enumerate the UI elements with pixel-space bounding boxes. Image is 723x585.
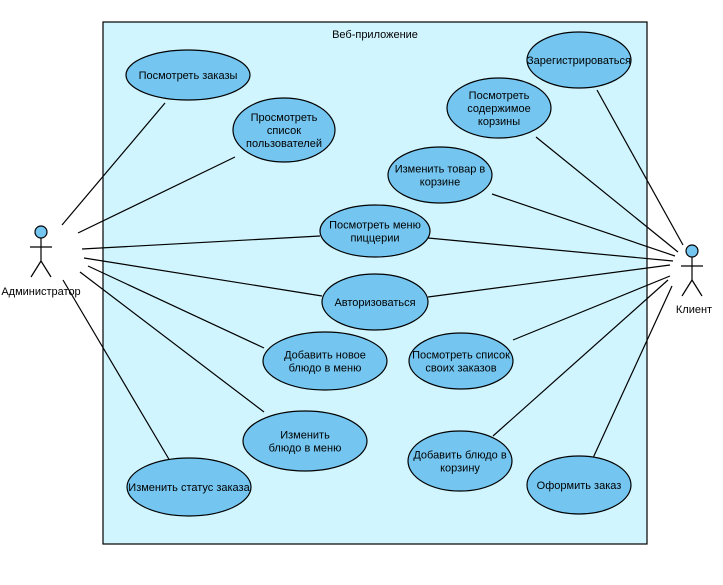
association-line: [427, 264, 671, 298]
association-line: [512, 275, 671, 341]
usecase-label: корзину: [440, 463, 480, 475]
association-line: [492, 279, 669, 437]
usecase-label: корзины: [478, 116, 520, 128]
usecase-change-status[interactable]: Изменить статус заказа: [126, 457, 252, 517]
stick-figure-icon: [30, 225, 52, 278]
usecase-ellipse: [126, 457, 252, 517]
usecase-ellipse: [408, 332, 514, 390]
usecase-label: Оформить заказ: [537, 480, 622, 492]
association-line: [81, 235, 321, 250]
usecase-label: Изменить товар в: [395, 164, 486, 176]
association-line: [79, 271, 265, 413]
usecase-ellipse: [242, 410, 368, 472]
usecase-label: блюдо в меню: [269, 443, 342, 455]
association-line: [427, 237, 674, 262]
usecase-ellipse: [446, 77, 552, 139]
actor-admin[interactable]: Администратор: [1, 225, 81, 298]
usecase-label: Посмотреть: [469, 90, 530, 102]
system-title: Веб-приложение: [332, 29, 418, 41]
association-lines: [61, 89, 684, 462]
usecase-label: Авторизоваться: [334, 297, 415, 309]
usecase-ellipse: [321, 273, 429, 331]
usecase-checkout[interactable]: Оформить заказ: [526, 455, 632, 515]
usecase-label: Изменить: [280, 430, 330, 442]
usecase-ellipse: [526, 455, 632, 515]
usecase-authorize[interactable]: Авторизоваться: [321, 273, 429, 331]
usecase-view-orders[interactable]: Посмотреть заказы: [125, 49, 251, 101]
association-line: [87, 265, 265, 349]
usecase-ellipse: [125, 49, 251, 101]
usecase-label: Зарегистрироваться: [527, 55, 631, 67]
usecase-label: корзине: [420, 177, 460, 189]
usecase-label: Посмотреть меню: [329, 220, 421, 232]
actor-admin-label: Администратор: [1, 286, 80, 298]
association-line: [491, 193, 676, 257]
association-line: [77, 156, 236, 234]
usecase-label: пиццерии: [350, 233, 399, 245]
usecase-ellipse: [262, 331, 388, 391]
use-cases: Посмотреть заказыПросмотретьсписокпользо…: [125, 31, 632, 517]
stick-figure-icon: [681, 244, 703, 297]
association-line: [62, 279, 171, 462]
association-line: [592, 285, 673, 459]
association-line: [83, 257, 323, 297]
usecase-label: Просмотреть: [251, 112, 318, 124]
usecase-ellipse: [407, 430, 513, 492]
usecase-ellipse: [319, 204, 431, 258]
usecase-label: Посмотреть заказы: [139, 70, 238, 82]
association-line: [535, 136, 679, 253]
usecase-label: Посмотреть список: [412, 350, 510, 362]
usecase-label: Изменить статус заказа: [128, 482, 250, 494]
usecase-ellipse: [387, 146, 493, 204]
actor-client[interactable]: Клиент: [676, 244, 712, 316]
usecase-label: пользователей: [246, 138, 322, 150]
usecase-ellipse: [526, 31, 632, 89]
usecase-label: содержимое: [467, 103, 530, 115]
usecase-label: список: [267, 125, 301, 137]
association-line: [596, 89, 684, 246]
usecase-ellipse: [232, 97, 336, 163]
usecase-label: своих заказов: [425, 363, 496, 375]
usecase-label: Добавить новое: [284, 350, 366, 362]
actor-client-label: Клиент: [676, 304, 712, 316]
usecase-label: блюдо в меню: [289, 363, 362, 375]
usecase-register[interactable]: Зарегистрироваться: [526, 31, 632, 89]
usecase-label: Добавить блюдо в: [413, 450, 506, 462]
association-line: [61, 102, 166, 226]
